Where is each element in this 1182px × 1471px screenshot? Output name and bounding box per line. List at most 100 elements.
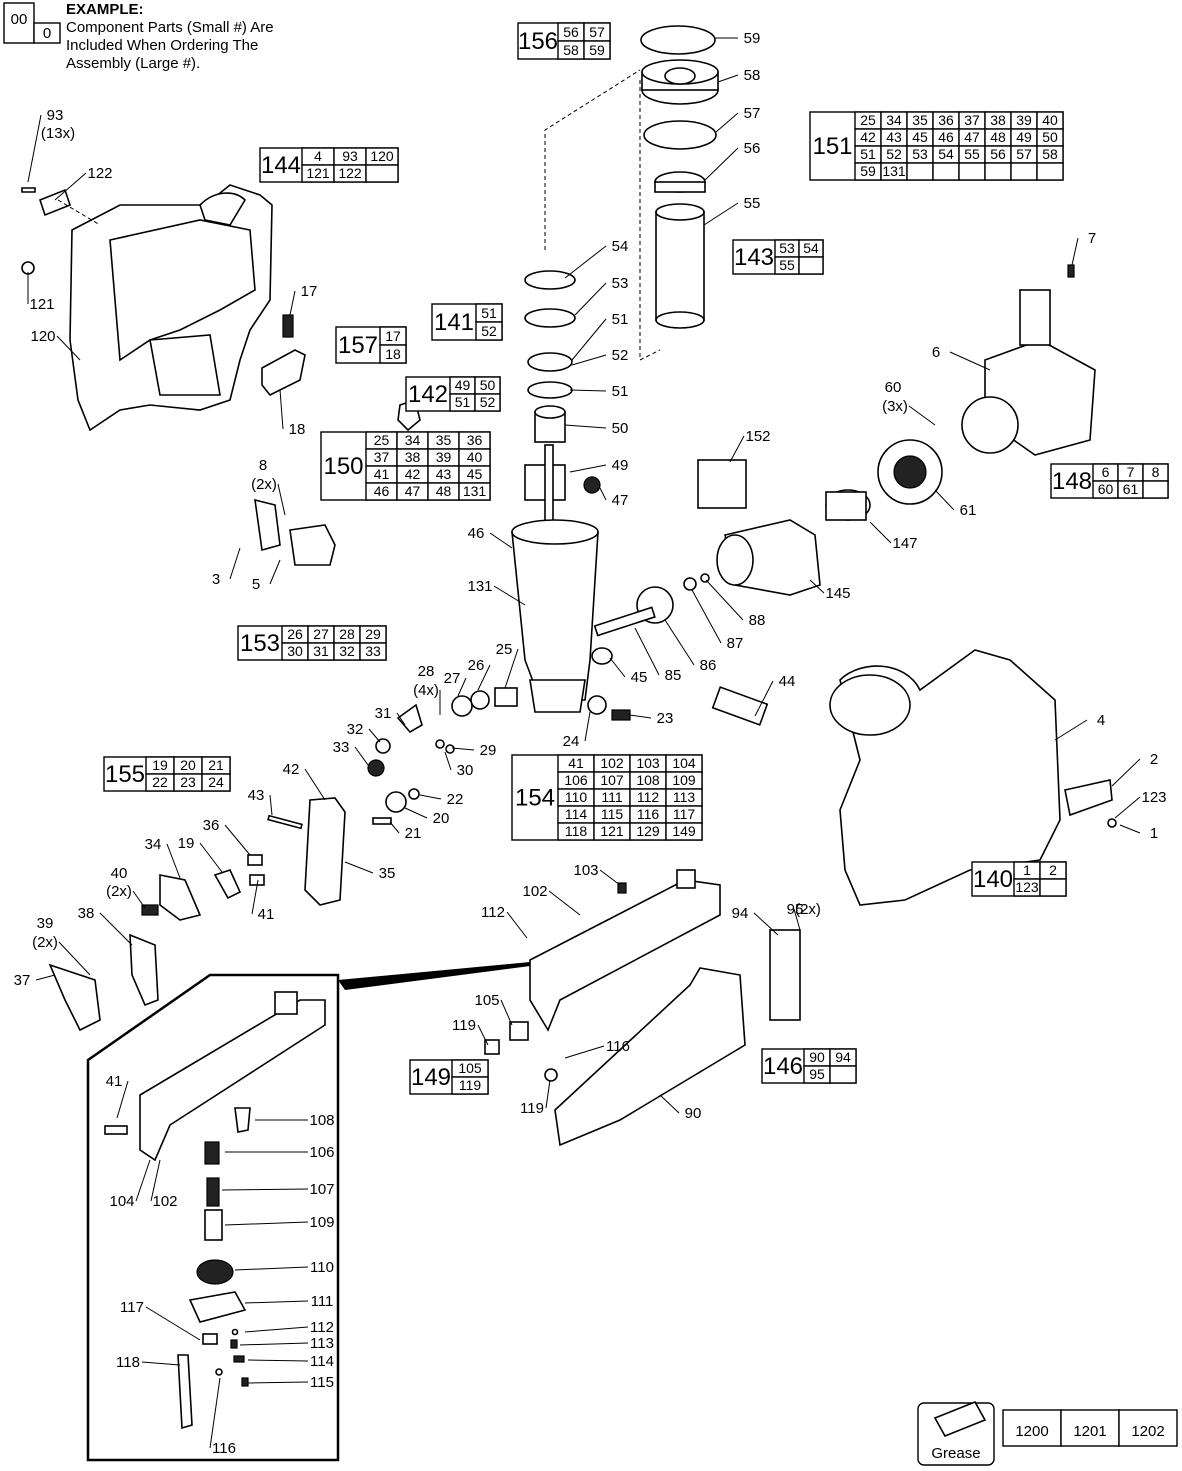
leader-line-l147 [869, 521, 892, 544]
leader-line-l116a [564, 1045, 605, 1059]
part-label-l8q: (2x) [251, 476, 277, 493]
part-label-l41b: 41 [106, 1073, 123, 1090]
part-label-l90: 90 [685, 1105, 702, 1122]
leader-line-l114 [247, 1359, 309, 1362]
assembly-153-number: 153 [240, 630, 280, 657]
part-label-l32: 32 [347, 721, 364, 738]
assembly-142-part-number: 49 [455, 377, 471, 393]
assembly-150-part-number: 34 [405, 432, 421, 448]
leader-line-l1 [1119, 824, 1141, 834]
part-label-l22: 22 [447, 791, 464, 808]
part-label-l42: 42 [283, 761, 300, 778]
part-label-l56: 56 [744, 140, 761, 157]
part-label-l95q: (2x) [795, 901, 821, 918]
assembly-148-part-number: 8 [1152, 464, 1160, 480]
leader-line-l57 [715, 112, 739, 133]
leader-line-l49 [569, 464, 607, 473]
leader-line-l26 [477, 664, 491, 691]
part-label-l119b: 119 [520, 1100, 544, 1117]
assembly-154-part-number: 104 [672, 755, 696, 771]
assembly-151-part-number: 43 [886, 129, 902, 145]
grease-legend: Grease 1200 1201 1202 [917, 1400, 1178, 1466]
assembly-140-cell [1039, 878, 1067, 897]
assembly-151-part-number: 40 [1042, 112, 1058, 128]
part-label-l6: 6 [932, 344, 940, 361]
part-label-l47: 47 [612, 492, 629, 509]
assembly-140-part-number: 1 [1023, 862, 1031, 878]
assembly-157-number: 157 [338, 332, 378, 359]
leader-line-l8q [277, 483, 286, 516]
assembly-150-part-number: 25 [374, 432, 390, 448]
grease-code-3-box [1118, 1409, 1178, 1447]
leader-line-l52 [571, 354, 607, 366]
part-label-l38: 38 [78, 905, 95, 922]
leader-line-l41b [116, 1080, 129, 1119]
assembly-140-part-number: 123 [1015, 879, 1039, 895]
part-label-l51b: 51 [612, 383, 629, 400]
assembly-151-part-number: 131 [882, 163, 906, 179]
part-label-l5: 5 [252, 576, 260, 593]
assembly-141-part-number: 51 [481, 305, 497, 321]
assembly-154-part-number: 106 [564, 772, 588, 788]
part-label-l59: 59 [744, 30, 761, 47]
assembly-155-part-number: 24 [208, 774, 224, 790]
leader-line-l25 [504, 648, 519, 689]
assembly-151-part-number: 59 [860, 163, 876, 179]
part-label-l87: 87 [727, 635, 744, 652]
part-drawings [21, 25, 1117, 1147]
grease-label: Grease [931, 1445, 980, 1462]
part-label-l103: 103 [573, 862, 598, 879]
leader-line-l3 [229, 547, 241, 580]
leader-line-l40q [132, 890, 146, 909]
part-label-l45: 45 [631, 669, 648, 686]
leader-line-l61 [934, 489, 955, 511]
leader-line-l22 [419, 794, 442, 800]
part-label-l57: 57 [744, 105, 761, 122]
assembly-154-part-number: 116 [637, 806, 660, 822]
grease-tube-icon [933, 1400, 987, 1438]
part-label-l29: 29 [480, 742, 497, 759]
leader-line-l43 [269, 794, 273, 816]
assembly-151-part-number: 48 [990, 129, 1006, 145]
part-label-l33: 33 [333, 739, 350, 756]
leader-line-l112a [506, 911, 528, 939]
part-label-l120: 120 [30, 328, 55, 345]
leader-line-l55 [703, 202, 739, 226]
assembly-148-cell [1142, 480, 1169, 499]
leader-line-l7 [1071, 237, 1079, 266]
example-title: EXAMPLE: [66, 1, 144, 18]
assembly-151-part-number: 56 [990, 146, 1006, 162]
part-label-l3: 3 [212, 571, 220, 588]
assembly-150-part-number: 37 [374, 449, 390, 465]
assembly-144-part-number: 93 [342, 148, 358, 164]
assembly-154-part-number: 103 [636, 755, 660, 771]
assembly-153-part-number: 33 [365, 643, 381, 659]
leader-line-l60q [908, 405, 936, 426]
assembly-140-number: 140 [973, 866, 1013, 893]
part-label-l34: 34 [145, 836, 162, 853]
leader-line-l109 [224, 1221, 309, 1226]
leader-line-l54 [564, 245, 607, 279]
part-label-l28q: (4x) [413, 682, 439, 699]
leader-line-l102b [150, 1159, 161, 1202]
part-label-l102a: 102 [522, 883, 547, 900]
assembly-150-part-number: 131 [463, 483, 487, 499]
part-label-l113: 113 [310, 1335, 334, 1352]
assembly-151-cell [1010, 162, 1038, 181]
assembly-141-number: 141 [434, 309, 474, 336]
assembly-144-part-number: 121 [306, 165, 330, 181]
leader-line-l88 [705, 579, 744, 621]
part-label-l41a: 41 [258, 906, 275, 923]
assembly-154-part-number: 102 [600, 755, 624, 771]
assembly-154-part-number: 110 [565, 789, 588, 805]
part-label-l106: 106 [309, 1144, 334, 1161]
part-label-l60q: (3x) [882, 398, 908, 415]
assembly-153-part-number: 32 [339, 643, 355, 659]
